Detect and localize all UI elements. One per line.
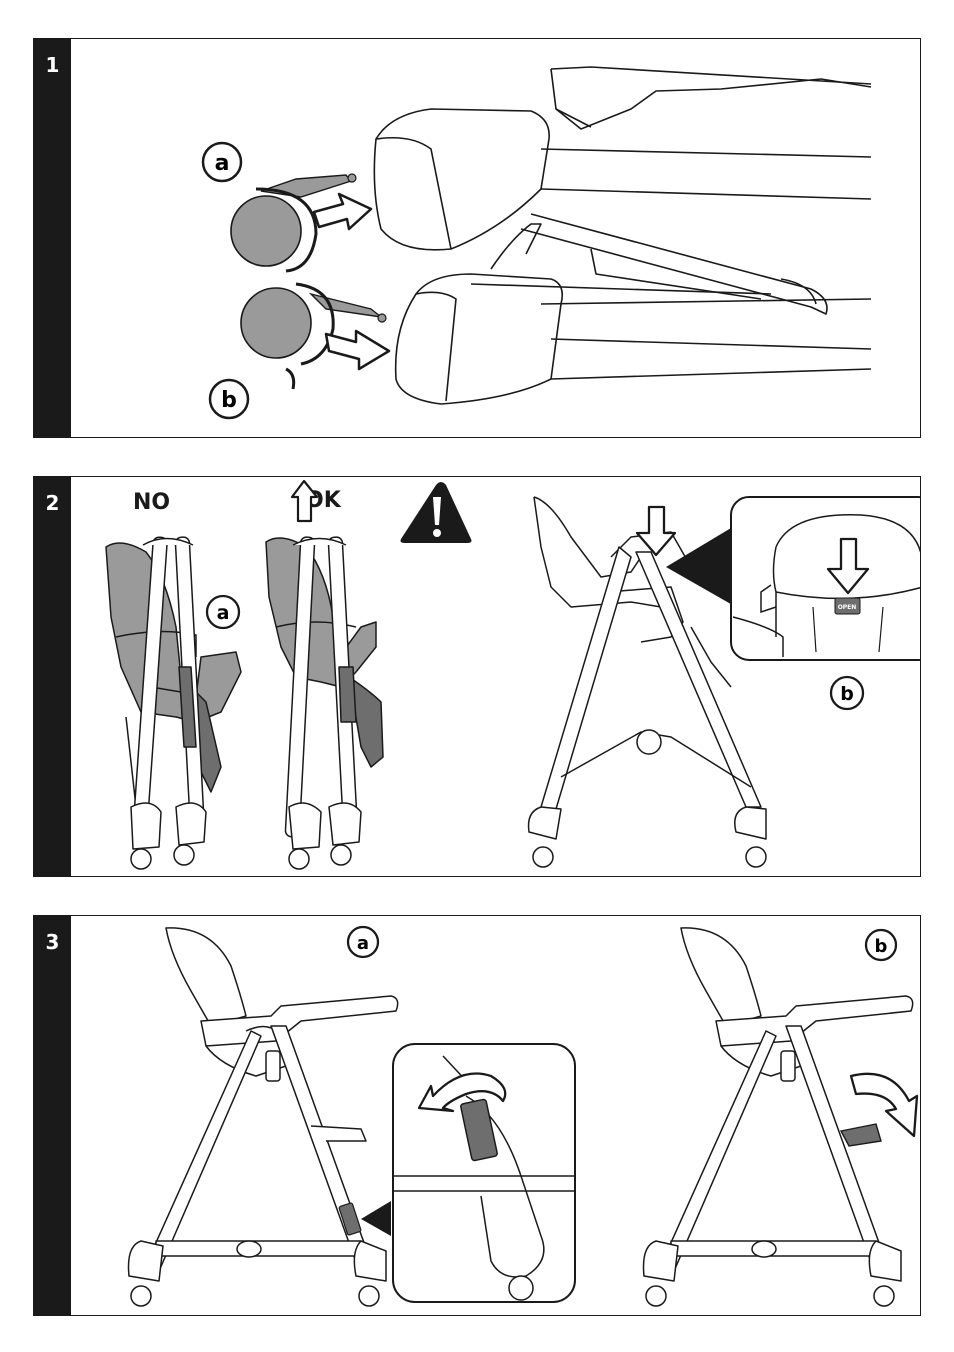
label-b-badge: b (210, 380, 248, 418)
step-panel-1: 1 (33, 38, 921, 438)
step-number: 2 (34, 491, 71, 515)
footrest-adjust-illustration: a (71, 916, 920, 1314)
step-number: 1 (34, 53, 71, 77)
chair-lock-illustration: NO OK (71, 477, 920, 875)
no-label: NO (133, 490, 170, 515)
label-a: a (217, 602, 230, 624)
label-a: a (357, 933, 369, 954)
label-b-badge: b (831, 677, 863, 709)
arrow-down-icon (637, 507, 675, 555)
label-a: a (215, 151, 230, 176)
callout-pointer (666, 525, 736, 607)
arrow-right-icon (314, 194, 371, 229)
footrest (841, 1124, 881, 1146)
frame-upper (551, 69, 871, 129)
arrow-right-icon (326, 331, 389, 369)
step-number: 3 (34, 930, 71, 954)
step-panel-3: 3 a (33, 915, 921, 1316)
height-grip (339, 1203, 362, 1236)
detail-inset-a (393, 1044, 575, 1302)
open-tag-label: OPEN (838, 604, 857, 611)
label-a-badge: a (348, 927, 378, 957)
label-b-badge: b (866, 930, 896, 960)
warning-triangle-icon (401, 482, 472, 543)
chair-b (644, 928, 913, 1306)
label-b: b (840, 683, 854, 705)
chair-a (129, 928, 398, 1306)
label-a-badge: a (207, 596, 239, 628)
step-sidebar: 1 (34, 39, 71, 437)
label-b: b (221, 388, 237, 413)
label-a-badge: a (203, 143, 241, 181)
callout-pointer (361, 1201, 391, 1236)
step-sidebar: 2 (34, 477, 71, 876)
step-panel-2: 2 NO OK (33, 476, 921, 877)
step-sidebar: 3 (34, 916, 71, 1315)
label-b: b (875, 936, 888, 957)
chair-ok (266, 537, 383, 869)
detail-inset-b: OPEN (731, 497, 920, 660)
chair-no (106, 537, 241, 869)
wheel-attachment-illustration: a b (71, 39, 920, 436)
